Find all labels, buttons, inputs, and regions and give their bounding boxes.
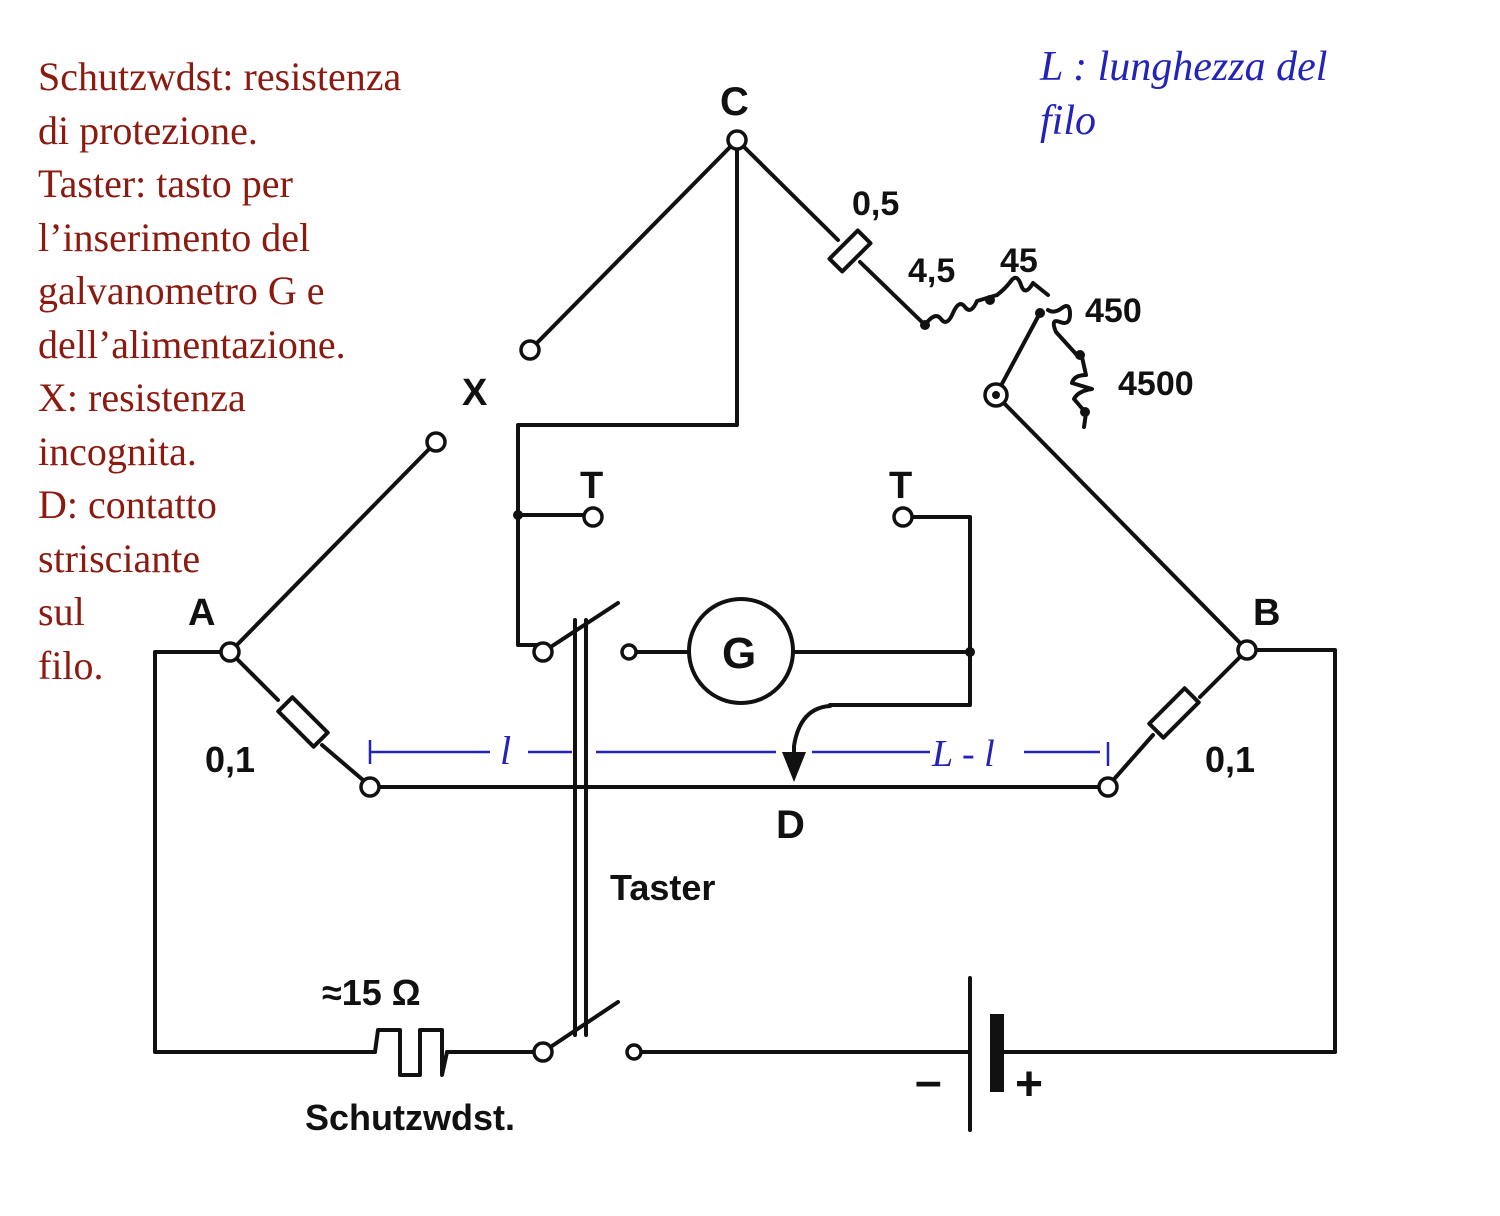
label-battery-minus: – [915,1055,942,1108]
label-length-l: l [500,728,511,773]
x-lead-lower [228,440,438,654]
label-resistor-0-5: 0,5 [852,185,899,223]
terminal-x-lower [425,431,447,453]
junction-4500-end [1080,407,1090,417]
terminal-x-upper [519,339,541,361]
terminal-wire-left [359,776,381,798]
terminal-wire-right [1097,776,1119,798]
lead-r01-left-wire [320,743,372,788]
label-a: A [188,592,215,634]
terminal-t-right [892,506,914,528]
junction-450-4500 [1075,350,1085,360]
length-note-line: L : lunghezza del [1040,44,1328,90]
galvanometer-circle [687,597,795,705]
legend-line: filo. [38,642,104,688]
protection-resistor-zigzag [373,1028,449,1077]
length-note: L : lunghezza del filo [1040,40,1327,148]
slider-contact-arm [792,704,832,768]
terminal-c [726,129,748,151]
terminal-key-upper-right [620,643,638,661]
junction-45-450 [1035,308,1045,318]
label-resistor-0-1-left: 0,1 [205,739,255,780]
legend-red-text: Schutzwdst: resistenza di protezione. Ta… [38,50,401,692]
slider-arrow-head [782,752,806,782]
label-resistor-4500: 4500 [1118,365,1194,403]
label-c: C [720,80,749,124]
legend-line: di protezione. [38,107,258,153]
arm-c-r05 [735,138,840,242]
legend-line: sul [38,589,85,634]
terminal-key-lower-right [625,1043,643,1061]
resistor-450-coil [1046,304,1078,356]
junction-r45 [920,320,930,330]
arm-r05-r45 [858,260,927,327]
legend-line: X: resistenza [38,375,246,420]
terminal-b [1236,639,1258,661]
legend-line: incognita. [38,428,197,474]
terminal-key-lower-left [532,1041,554,1063]
label-d: D [776,803,805,847]
wire-b-up [1245,648,1337,1054]
resistor-4-5-coil [923,293,999,327]
battery-short-plate [990,1014,1004,1092]
lower-key-lever [541,1000,620,1054]
label-b: B [1253,592,1280,634]
lead-r01-right-wire [1106,733,1155,788]
legend-line: l’inserimento del [38,214,311,260]
resistor-0-5 [827,228,873,274]
label-taster: Taster [610,867,715,908]
label-resistor-0-1-right: 0,1 [1205,739,1255,780]
junction-left-t [513,510,523,520]
legend-line: strisciante [38,535,201,581]
wire-a-down [153,650,377,1054]
wire-right-t [828,515,972,707]
legend-line: galvanometro G e [38,268,325,313]
label-galvanometer: G [722,629,756,678]
terminal-t-left [582,506,604,528]
label-resistor-4-5: 4,5 [908,252,955,290]
arm-switch-b [994,393,1249,652]
legend-line: dell’alimentazione. [38,321,346,367]
legend-line: D: contatto [38,482,217,527]
terminal-key-upper-left [532,641,554,663]
label-length-l-complement: L - l [931,733,995,775]
junction-g-right [965,647,975,657]
legend-line: Schutzwdst: resistenza [38,54,402,99]
label-resistor-450: 450 [1085,292,1142,330]
label-protection-value: ≈15 Ω [322,972,421,1013]
length-note-line: filo [1040,98,1097,144]
resistance-box-switch-lever [994,311,1042,397]
upper-key-lever [541,601,620,654]
resistor-45-coil [995,275,1050,297]
resistor-4500-coil [1070,355,1094,429]
legend-line: Taster: tasto per [38,161,293,206]
label-t-left: T [580,465,603,507]
resistor-0-1-left [276,695,330,749]
label-t-right: T [889,465,912,507]
junction-r45-45 [985,295,995,305]
label-battery-plus: + [1015,1058,1043,1111]
wire-c-to-key [516,138,739,647]
label-resistor-45: 45 [1000,242,1038,280]
lead-a-r01 [228,650,280,702]
label-x: X [462,372,488,414]
terminal-resistance-switch-center [992,391,1000,399]
resistor-0-1-right [1147,686,1201,740]
lead-b-r01 [1198,648,1249,699]
x-lead-upper [528,138,739,352]
label-protection-resistor: Schutzwdst. [305,1097,515,1138]
terminal-a [219,641,241,663]
